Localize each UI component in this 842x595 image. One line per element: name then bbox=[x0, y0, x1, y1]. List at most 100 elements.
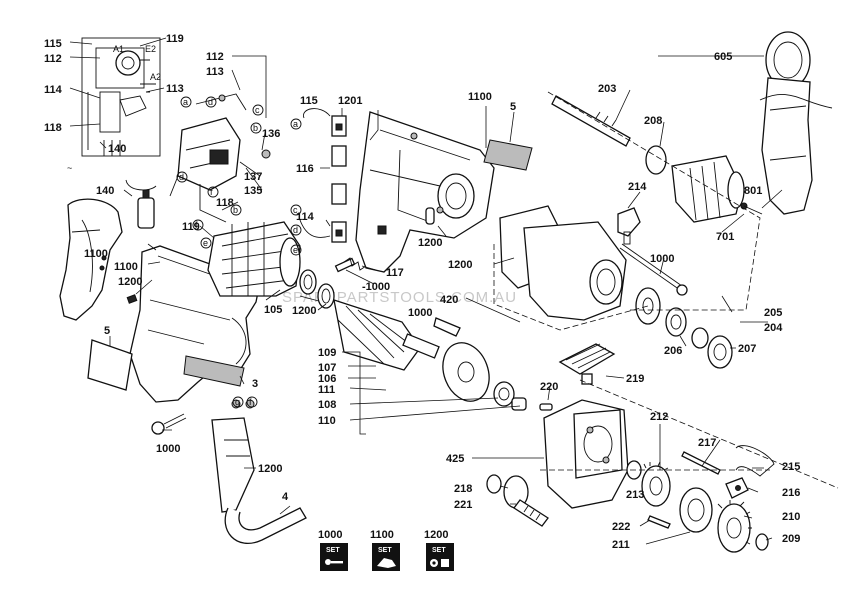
bearing-207 bbox=[707, 335, 733, 369]
callout-1200: 1200 bbox=[448, 259, 472, 271]
callout-115: 115 bbox=[300, 95, 318, 107]
callout-3: 3 bbox=[252, 378, 258, 390]
callout-118: 118 bbox=[216, 197, 234, 209]
set-number: 1200 bbox=[424, 529, 448, 541]
callout-112: 112 bbox=[206, 51, 224, 63]
callout-220: 220 bbox=[540, 381, 558, 393]
callout-222: 222 bbox=[612, 521, 630, 533]
washer-209 bbox=[755, 533, 769, 551]
callout-1100: 1100 bbox=[468, 91, 492, 103]
marker-a: a bbox=[183, 97, 188, 107]
callout-213: 213 bbox=[626, 489, 644, 501]
pin-217 bbox=[681, 451, 721, 475]
callout-605: 605 bbox=[714, 51, 732, 63]
callout-217: 217 bbox=[698, 437, 716, 449]
callout-109: 109 bbox=[318, 347, 336, 359]
bearing-108 bbox=[493, 381, 515, 407]
lock-button-214 bbox=[617, 207, 641, 245]
armature-rotor bbox=[299, 283, 461, 371]
callout-5: 5 bbox=[510, 101, 516, 113]
callout-1100: 1100 bbox=[114, 261, 138, 273]
marker-e: e bbox=[203, 238, 208, 248]
callout-1000: 1000 bbox=[156, 443, 180, 455]
service-set-1000: 1000 SET bbox=[318, 529, 348, 571]
bearing-204 bbox=[665, 307, 687, 337]
svg-text:A1: A1 bbox=[113, 44, 124, 54]
callout-221: 221 bbox=[454, 499, 472, 511]
label-plate-3 bbox=[183, 355, 245, 387]
set-badge-screw-icon bbox=[325, 559, 343, 565]
power-cable bbox=[211, 399, 307, 545]
connection-letter-markers: a d c b d f b e f a d e c g f bbox=[176, 96, 302, 408]
service-set-1200: 1200 SET bbox=[424, 529, 454, 571]
callout-1000: -1000 bbox=[362, 281, 390, 293]
callout-1100: 1100 bbox=[84, 248, 108, 260]
callout-209: 209 bbox=[782, 533, 800, 545]
marker-b: b bbox=[233, 205, 238, 215]
callout-140: 140 bbox=[96, 185, 114, 197]
set-badge-clamp-icon bbox=[377, 558, 396, 568]
callout-205: 205 bbox=[764, 307, 782, 319]
callout-106: 106 bbox=[318, 373, 336, 385]
callout-1200: 1200 bbox=[292, 305, 316, 317]
washer-218 bbox=[486, 474, 502, 494]
spring-clip-215 bbox=[735, 445, 775, 477]
callout-218: 218 bbox=[454, 483, 472, 495]
part-callouts: 115 112 114 118 119 113 140 112 113 136 … bbox=[44, 33, 800, 551]
pinion-221 bbox=[503, 475, 549, 527]
pin-222 bbox=[647, 515, 671, 529]
callout-1200: 1200 bbox=[258, 463, 282, 475]
callout-112: 112 bbox=[44, 53, 62, 65]
set-number: 1100 bbox=[370, 529, 394, 541]
switch-capacitor bbox=[125, 179, 157, 229]
set-badge-label: SET bbox=[432, 547, 446, 554]
field-coil bbox=[207, 221, 301, 297]
watermark: SPAREPARTSTOOLS.COM.AU bbox=[282, 289, 517, 306]
callout-216: 216 bbox=[782, 487, 800, 499]
callout-701: 701 bbox=[716, 231, 734, 243]
callout-5: 5 bbox=[104, 325, 110, 337]
gearbox-housing-425 bbox=[543, 399, 629, 509]
fan-wheel bbox=[442, 342, 490, 402]
set-badge-bearing-icon bbox=[430, 559, 449, 567]
marker-c: c bbox=[293, 205, 298, 215]
svg-text:A2: A2 bbox=[150, 72, 161, 82]
mode-switch-219 bbox=[558, 343, 616, 385]
callout-211: 211 bbox=[612, 539, 630, 551]
label-plate-5-top bbox=[483, 139, 533, 171]
callout-119: 119 bbox=[182, 221, 200, 233]
callout-206: 206 bbox=[664, 345, 682, 357]
gear-housing-rear bbox=[355, 111, 495, 273]
label-plate-5 bbox=[87, 339, 133, 391]
callout-137: 137 bbox=[244, 171, 262, 183]
gear-210 bbox=[717, 500, 752, 553]
pin-220 bbox=[539, 403, 553, 411]
callout-1200: 1200 bbox=[418, 237, 442, 249]
callout-136: 136 bbox=[262, 128, 280, 140]
svg-text:E2: E2 bbox=[145, 44, 156, 54]
callout-214: 214 bbox=[628, 181, 647, 193]
callout-210: 210 bbox=[782, 511, 800, 523]
callout-114: 114 bbox=[296, 211, 315, 223]
callout-212: 212 bbox=[650, 411, 668, 423]
callout-1000: 1000 bbox=[408, 307, 432, 319]
callout-135: 135 bbox=[244, 185, 262, 197]
side-handle bbox=[759, 31, 833, 215]
callout-1200: 1200 bbox=[118, 276, 142, 288]
service-set-legend: 1000 SET 1100 SET 1200 SET bbox=[318, 529, 454, 571]
housing-screw bbox=[151, 413, 187, 435]
spacer-1200 bbox=[425, 207, 435, 225]
bearing-110 bbox=[511, 397, 527, 411]
callout-215: 215 bbox=[782, 461, 800, 473]
gear-212 bbox=[641, 461, 671, 507]
callout-117: 117 bbox=[386, 267, 404, 279]
gear-206 bbox=[635, 287, 661, 325]
callout-119: 119 bbox=[166, 33, 184, 45]
set-badge-label: SET bbox=[378, 547, 392, 554]
handle-housing-left bbox=[59, 198, 123, 321]
ring-204 bbox=[691, 327, 709, 349]
carbon-brushes bbox=[299, 108, 356, 273]
callout-114: 114 bbox=[44, 84, 63, 96]
marker-f: f bbox=[210, 187, 213, 197]
service-set-1100: 1100 SET bbox=[370, 529, 400, 571]
